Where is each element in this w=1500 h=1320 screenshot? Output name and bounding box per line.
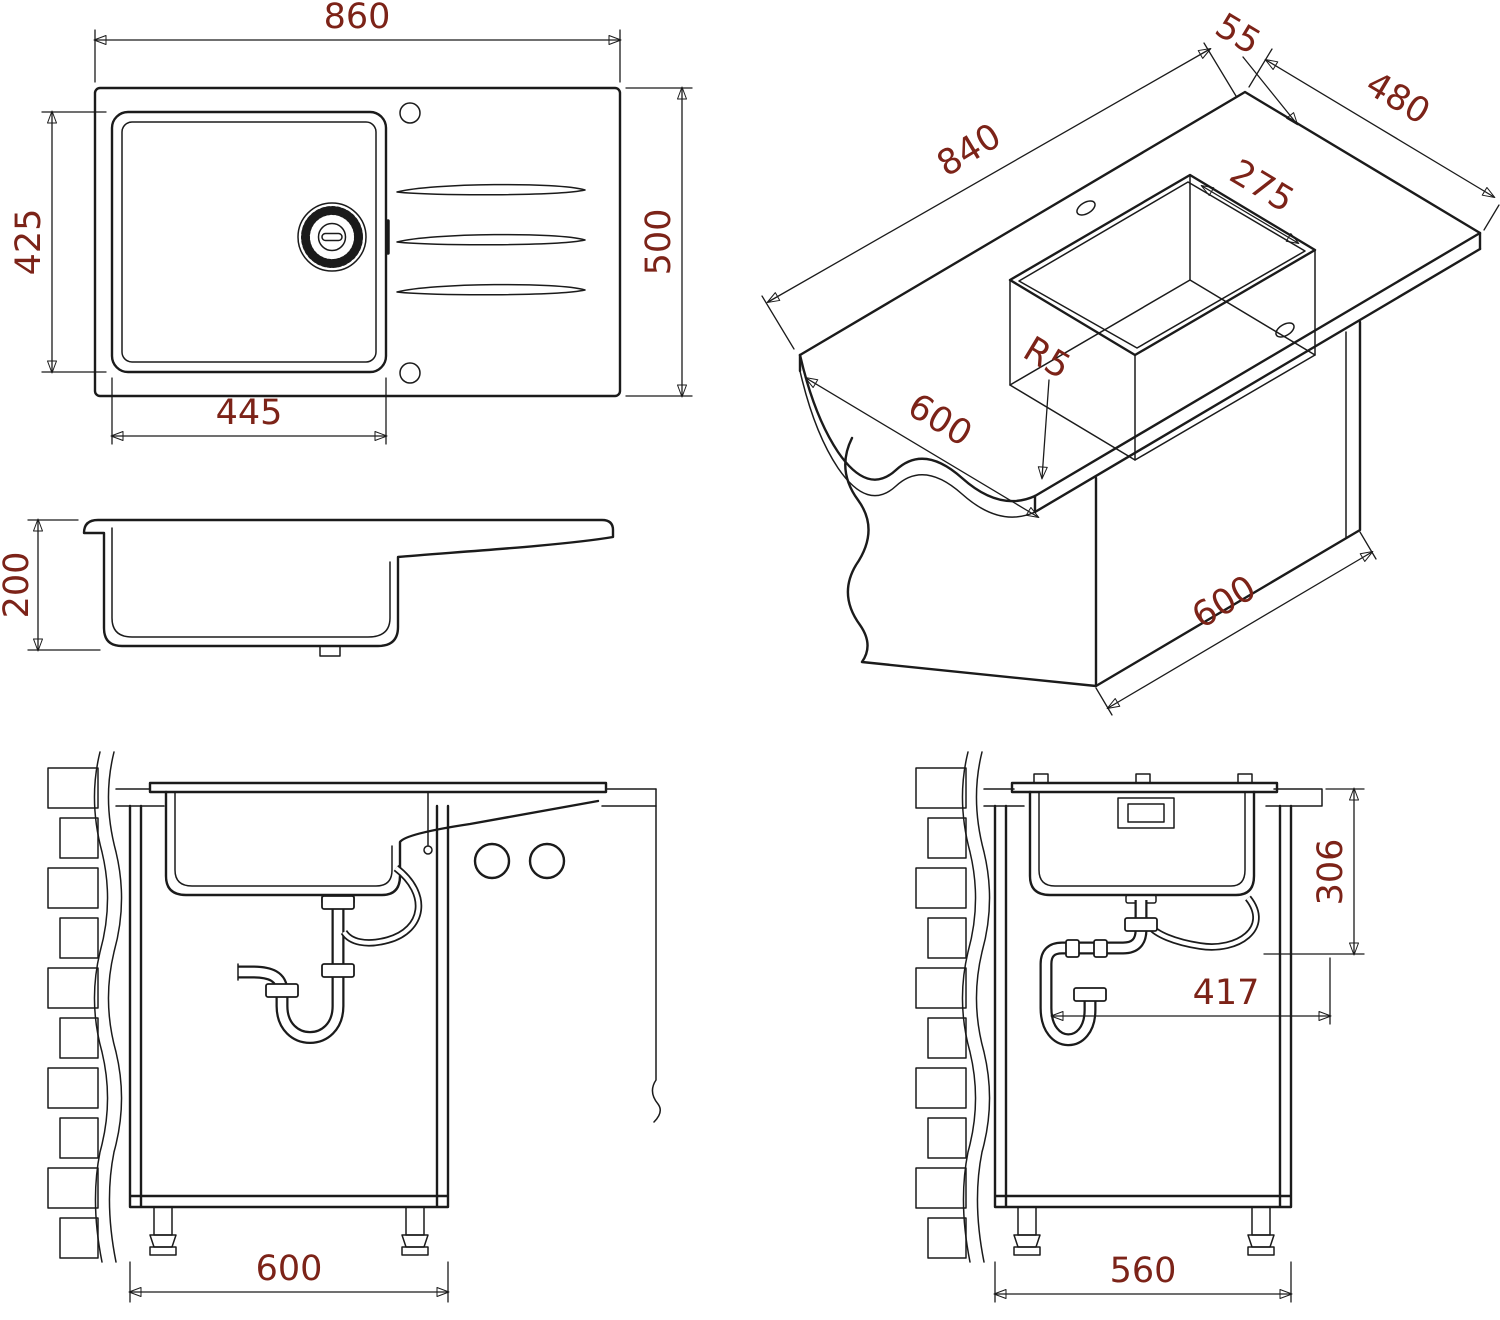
cabinet-carcass [128,804,450,1209]
isometric-view: 840 480 55 275 R5 600 600 [761,6,1500,716]
wall-break-line [961,751,977,1263]
dimension-445: 445 [110,377,388,445]
dimension-417: 417 [1050,957,1332,1025]
overflow-box-inner [1127,803,1165,823]
dim-label-drainer: 275 [1223,152,1301,221]
worktop [983,788,1323,807]
dim-label-bowl-width: 445 [216,393,283,433]
rim-clips [1033,773,1253,784]
wall-break-line [975,751,991,1263]
front-elevation-view: 600 [47,751,661,1303]
cabinet-front [844,436,1098,688]
dimension-306: 306 [1263,787,1365,956]
bowl-inner-side [1038,791,1246,887]
cabinet-side-elevation [993,804,1293,1256]
dim-label-depth: 600 [901,386,979,455]
cabinet-carcass [993,804,1293,1209]
pipe-nut [321,963,355,978]
bowl-inner-front [174,791,393,887]
drain-cap [317,222,347,252]
cabinet-leg [149,1206,177,1256]
dimension-600-cabinet: 600 [1095,531,1377,716]
dimension-600-front: 600 [128,1249,450,1303]
bowl-outer-front [164,790,600,897]
drainer-groove [396,233,586,246]
iso-cabinet [844,320,1362,688]
dim-label-install-depth: 306 [1311,839,1351,906]
drain-knurl-ring [301,206,363,268]
dimension-600-depth: 600 [804,376,1040,519]
section-view: 200 [0,518,615,657]
dim-label-rim: 55 [1208,6,1267,63]
plan-view: 860 425 500 445 [9,0,693,445]
section-bowl-inner [111,527,391,638]
cabinet-leg [401,1206,429,1256]
dimension-r5: R5 [1016,329,1077,480]
dim-label-length: 840 [930,116,1008,185]
tap-hole-knob [528,842,566,880]
sink-outline [93,86,622,398]
cabinet-front-elevation [128,788,661,1256]
faucet-hole [1076,200,1096,216]
bowl-bottom [1009,279,1316,461]
pipe-nut [1093,939,1108,958]
brick-hatch [915,767,967,1259]
faucet-hole [1275,322,1295,338]
wall [47,751,123,1263]
worktop [115,788,657,807]
faucet-hole [399,102,421,124]
cabinet-leg [1247,1206,1275,1256]
dimension-275: 275 [1200,152,1301,245]
drain [297,202,390,272]
pipe-nut [1065,939,1080,958]
drain-outer-ring [297,202,367,272]
dim-label-overall-width: 860 [324,0,391,37]
sink-rim-front [148,781,608,794]
drainer-groove [396,183,586,196]
bowl-outer-side [1028,790,1256,897]
drainer-groove [396,283,586,296]
dimension-200: 200 [0,518,101,652]
dim-label-bowl-depth: 425 [9,209,49,276]
slab-thickness-edges [798,231,1482,514]
bowl-rim-inner [121,121,377,363]
sink-rim-side [1010,781,1279,794]
dim-label-trap-offset: 417 [1193,973,1260,1013]
pipe-nut [1124,917,1158,932]
slab-bottom-front-edge [1033,247,1482,514]
dimension-500: 500 [625,86,693,398]
drainer-grooves [396,183,586,296]
pipe-nut [1073,987,1107,1002]
wall-break-line [93,751,109,1263]
brick-hatch [47,767,99,1259]
dim-label-cabinet-depth: 560 [1110,1251,1177,1291]
overflow-rod-tip [423,845,433,855]
bowl-rim-outer [110,110,388,374]
drain-slot [321,232,343,242]
drain-plumbing-side [1039,894,1260,1047]
wall-break-line [107,751,123,1263]
side-panel-break [651,788,661,1123]
section-profile [82,518,615,648]
pipe-nut [321,895,355,910]
drain-plumbing-front [237,792,433,1044]
dim-label-cabinet-width: 600 [256,1249,323,1289]
dimension-860: 860 [93,0,622,83]
overflow-box [1117,797,1175,829]
dim-label-radius: R5 [1016,329,1077,387]
faucet-hole [399,362,421,384]
bowl-wall-edges [1009,174,1316,461]
tap-hole-knob [473,842,511,880]
dim-label-overall-depth: 500 [639,209,679,276]
dimension-560: 560 [993,1251,1293,1303]
cabinet-leg [1013,1206,1041,1256]
wall [915,751,991,1263]
section-drain-stub [319,645,341,657]
pipe-nut [265,983,299,998]
dimension-425: 425 [9,110,107,374]
dim-label-height: 200 [0,552,37,619]
side-elevation-view: 306 417 560 [915,751,1365,1303]
